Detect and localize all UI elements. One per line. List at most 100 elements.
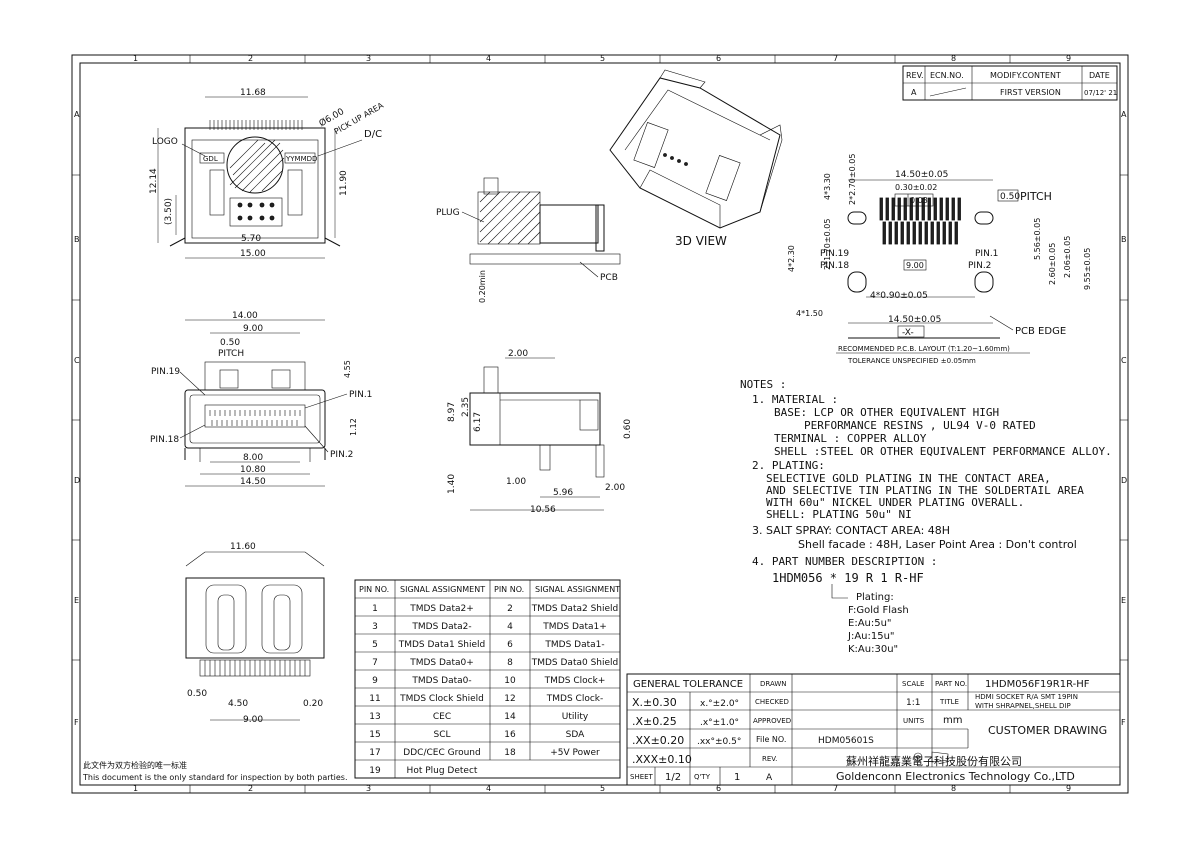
pad-row-top (879, 197, 961, 221)
signal-assignment-cell: TMDS Data2 Shield (531, 604, 619, 614)
signal-assignment-cell: TMDS Data0 Shield (531, 658, 619, 668)
dim-slot-height: 4*1.50 (796, 309, 823, 318)
notes-line: WITH 60u" NICKEL UNDER PLATING OVERALL. (766, 496, 1024, 509)
pcb-pin1: PIN.1 (975, 249, 998, 259)
col-label: 6 (716, 784, 721, 793)
front-dim-width-top: 14.00 (232, 311, 258, 321)
ecn-slash (929, 87, 967, 97)
column-markers: 1 2 3 4 5 6 7 8 9 1 2 3 4 5 6 7 8 9 (133, 54, 1071, 793)
right-dim-h3: 6.17 (473, 412, 483, 432)
row-label: E (1121, 596, 1126, 605)
min-label: 0.20min (478, 270, 487, 303)
rev-header: REV. (906, 71, 924, 80)
sheet-value: 1/2 (665, 772, 681, 783)
pin-table-header: PIN NO. (494, 585, 524, 594)
dim-v4: 2*1.70±0.05 (823, 219, 832, 270)
slot-br (974, 271, 994, 293)
dim-v2: 2*2.70±0.05 (848, 154, 857, 205)
tol-angle: .xx°±0.5° (697, 737, 741, 747)
front-view: 14.00 9.00 0.50 PITCH PIN.19 PIN.18 PIN.… (150, 311, 372, 487)
pin-number-cell: 9 (372, 676, 378, 686)
flatness-value: 0.03 (910, 196, 928, 205)
tol-linear: .XXX±0.10 (632, 753, 692, 766)
pcb-pin18: PIN.18 (820, 261, 849, 271)
row-label: B (1121, 235, 1127, 244)
dim-pcb-width-top: 14.50±0.05 (895, 170, 948, 180)
front-dim-w3: 14.50 (240, 477, 266, 487)
logo-box (199, 152, 225, 164)
checked-label: CHECKED (755, 698, 789, 706)
dim-height-small: (3.50) (164, 198, 174, 225)
row-label: D (74, 476, 80, 485)
datum-x: -X- (902, 328, 914, 338)
general-tolerance: GENERAL TOLERANCE (633, 679, 743, 690)
notes-line: SELECTIVE GOLD PLATING IN THE CONTACT AR… (766, 472, 1051, 485)
qty-value: 1 (734, 772, 740, 783)
plug-hatch (479, 191, 541, 245)
ecn-header: ECN.NO. (930, 71, 964, 80)
footer-en: This document is the only standard for i… (82, 773, 348, 782)
right-dim-w-top: 2.00 (508, 349, 528, 359)
notes-line: AND SELECTIVE TIN PLATING IN THE SOLDERT… (766, 484, 1084, 497)
view-3d: 3D VIEW (609, 69, 783, 248)
pin-number-cell: 18 (504, 748, 516, 758)
company-cn: 蘇州祥龍嘉業電子科技股份有限公司 (846, 754, 1022, 768)
customer-drawing: CUSTOMER DRAWING (988, 724, 1107, 737)
pickup-circle (226, 136, 284, 194)
col-label: 1 (133, 54, 138, 63)
rev-value: A (911, 88, 917, 97)
col-label: 5 (600, 784, 605, 793)
col-label: 7 (833, 784, 838, 793)
dim-width-mid: 5.70 (241, 234, 261, 244)
bottom-dim-d: 9.00 (243, 715, 263, 725)
file-no-value: HDM05601S (818, 736, 874, 746)
pin-number-cell: 6 (507, 640, 513, 650)
col-label: 3 (366, 784, 371, 793)
outer-border (71, 54, 1129, 794)
bottom-dim-a: 0.50 (187, 689, 207, 699)
col-label: 2 (248, 784, 253, 793)
signal-assignment-cell: TMDS Data1- (544, 640, 604, 650)
modify-value: FIRST VERSION (1000, 88, 1061, 97)
notes-title: NOTES : (740, 378, 786, 391)
modify-header: MODIFY.CONTENT (990, 71, 1061, 80)
signal-assignment-cell: TMDS Data2- (411, 622, 471, 632)
side-view: PLUG PCB 0.20min (436, 177, 621, 303)
front-pin18: PIN.18 (150, 435, 179, 445)
right-dim-w2: 5.96 (553, 488, 573, 498)
pin-number-cell: 11 (369, 694, 380, 704)
col-label: 3 (366, 54, 371, 63)
notes-line: TERMINAL : COPPER ALLOY (774, 432, 927, 445)
pin-number-cell: 4 (507, 622, 513, 632)
tol-linear: .X±0.25 (632, 715, 677, 728)
row-label: B (74, 235, 80, 244)
signal-assignment-cell: TMDS Clock- (546, 694, 603, 704)
col-label: 7 (833, 54, 838, 63)
pcb-note-1: RECOMMENDED P.C.B. LAYOUT (T:1.20~1.60mm… (838, 345, 1010, 353)
right-dim-w3: 2.00 (605, 483, 625, 493)
pin-number-cell: 5 (372, 640, 378, 650)
pcb-pin2: PIN.2 (968, 261, 991, 271)
dim-pcb-width-bottom: 14.50±0.05 (888, 315, 941, 325)
tol-linear: .XX±0.20 (632, 734, 684, 747)
signal-assignment-cell: TMDS Data1+ (542, 622, 607, 632)
dim-pitch: 0.50 (1000, 192, 1020, 202)
dim-slot-width: 4*0.90±0.05 (870, 291, 928, 301)
col-label: 6 (716, 54, 721, 63)
pin-number-cell: 13 (369, 712, 380, 722)
file-no-label: File NO. (756, 735, 786, 744)
row-label: C (1121, 356, 1127, 365)
pin-number-cell: 8 (507, 658, 513, 668)
signal-assignment-cell: Utility (562, 712, 589, 722)
right-dim-w4: 10.56 (530, 505, 556, 515)
top-view: GDL YYMMDD 11.68 15.00 5.70 12.14 11.90 … (149, 88, 385, 259)
notes-line: 1HDM056 * 19 R 1 R-HF (772, 571, 924, 585)
front-pin19: PIN.19 (151, 367, 180, 377)
front-dim-w2: 10.80 (240, 465, 266, 475)
notes-line: PERFORMANCE RESINS , UL94 V-0 RATED (804, 419, 1036, 432)
yymmdd-label: YYMMDD (285, 155, 317, 163)
units-value: mm (943, 715, 962, 726)
pin-number-cell: 14 (504, 712, 516, 722)
